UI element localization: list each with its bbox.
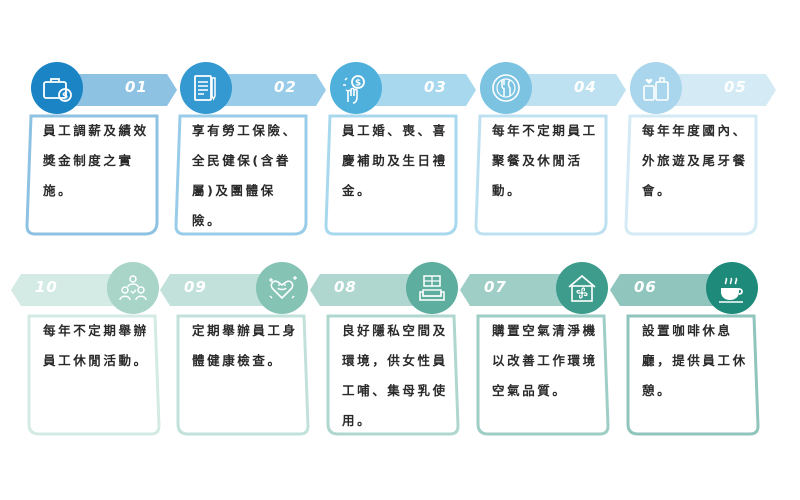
icon-badge: $ (330, 62, 382, 114)
benefit-text: 享有勞工保險、全民健保(含眷屬)及團體保險。 (192, 123, 298, 228)
card-body (476, 314, 610, 436)
card-body (326, 314, 460, 436)
card-body (176, 314, 310, 436)
coffee-cup-icon (719, 277, 743, 303)
benefit-text: 設置咖啡休息廳，提供員工休憩。 (642, 323, 748, 398)
benefit-card-09: 09 定期舉辦員工身體健康檢查。 (160, 262, 310, 438)
icon-badge (556, 262, 608, 314)
benefit-text: 員工調薪及績效獎金制度之實施。 (43, 123, 149, 198)
benefit-text: 良好隱私空間及環境，供女性員工哺、集母乳使用。 (342, 323, 448, 428)
luggage-heart-icon (643, 77, 669, 101)
benefit-text: 每年不定期員工聚餐及休閒活動。 (492, 123, 598, 198)
icon-badge (406, 262, 458, 314)
icon-badge (630, 62, 682, 114)
benefit-number: 06 (634, 278, 657, 296)
card-body (25, 114, 159, 236)
benefit-card-07: 07 購置空氣清淨機以改善工作環境空氣品質。 (460, 262, 610, 438)
benefit-number: 02 (274, 78, 297, 96)
benefit-text: 定期舉辦員工身體健康檢查。 (192, 323, 298, 368)
svg-text:$: $ (355, 79, 361, 89)
benefit-number: 09 (184, 278, 207, 296)
benefit-text: 購置空氣清淨機以改善工作環境空氣品質。 (492, 323, 598, 398)
briefcase-money-icon: $ (43, 78, 72, 102)
benefit-card-03: $03 員工婚、喪、喜慶補助及生日禮金。 (324, 62, 476, 238)
hand-coin-icon: $ (343, 75, 365, 104)
icon-badge (180, 62, 232, 114)
card-background (610, 274, 760, 436)
benefit-card-01: $01 員工調薪及績效獎金制度之實施。 (25, 62, 177, 238)
benefit-number: 03 (424, 78, 447, 96)
benefit-number: 04 (574, 78, 597, 96)
icon-badge (107, 262, 159, 314)
people-group-icon (119, 275, 147, 301)
icon-badge: $ (31, 62, 83, 114)
benefit-number: 05 (724, 78, 747, 96)
card-body (626, 314, 760, 436)
icon-badge (706, 262, 758, 314)
benefit-card-10: 10 每年不定期舉辦員工休閒活動。 (11, 262, 161, 438)
card-body (474, 114, 608, 236)
benefit-text: 員工婚、喪、喜慶補助及生日禮金。 (342, 123, 448, 198)
benefit-number: 10 (35, 278, 58, 296)
benefit-number: 07 (484, 278, 507, 296)
card-body (27, 314, 161, 436)
benefit-card-06: 06 設置咖啡休息廳，提供員工休憩。 (610, 262, 760, 438)
benefit-card-08: 08 良好隱私空間及環境，供女性員工哺、集母乳使用。 (310, 262, 460, 438)
benefit-card-05: 05 每年年度國內、外旅遊及尾牙餐會。 (624, 62, 776, 238)
svg-text:$: $ (62, 92, 68, 102)
benefit-number: 01 (125, 78, 148, 96)
card-body (624, 114, 758, 236)
plate-cutlery-icon (492, 74, 520, 102)
icon-badge (256, 262, 308, 314)
benefit-card-04: 04 每年不定期員工聚餐及休閒活動。 (474, 62, 626, 238)
benefit-text: 每年年度國內、外旅遊及尾牙餐會。 (642, 123, 748, 198)
benefit-number: 08 (334, 278, 357, 296)
benefit-card-02: 02 享有勞工保險、全民健保(含眷屬)及團體保險。 (174, 62, 326, 238)
benefit-text: 每年不定期舉辦員工休閒活動。 (43, 323, 149, 368)
card-body (174, 114, 308, 236)
heart-health-icon (269, 276, 297, 300)
sofa-room-icon (419, 275, 445, 301)
card-body (324, 114, 458, 236)
document-pen-icon (194, 75, 216, 101)
house-fan-icon (568, 274, 596, 302)
icon-badge (480, 62, 532, 114)
